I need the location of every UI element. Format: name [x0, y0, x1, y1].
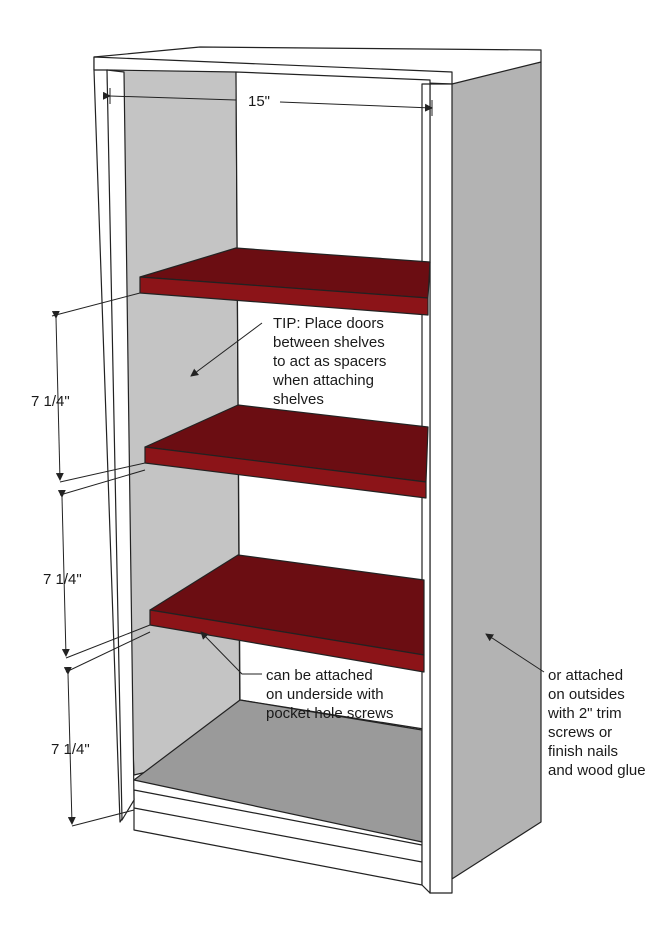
spacing-dimension-2: 7 1/4": [43, 469, 151, 659]
spacing-label-1: 7 1/4": [31, 393, 70, 410]
shelf-2: [144, 404, 429, 499]
spacing-label-2: 7 1/4": [43, 571, 82, 588]
underside-line-2: on underside with: [266, 686, 384, 703]
outside-line-4: screws or: [548, 724, 612, 741]
underside-line-3: pocket hole screws: [266, 705, 394, 722]
outside-annotation: or attached on outsides with 2" trim scr…: [485, 633, 646, 779]
underside-annotation: can be attached on underside with pocket…: [200, 631, 394, 722]
shelf-3: [149, 554, 425, 673]
underside-line-1: can be attached: [266, 667, 373, 684]
left-side-face: [106, 69, 135, 821]
width-dimension: 15": [102, 88, 433, 116]
spacing-dimension-1: 7 1/4": [31, 292, 146, 483]
tip-line-3: to act as spacers: [273, 353, 386, 370]
outside-line-5: finish nails: [548, 743, 618, 760]
outside-line-6: and wood glue: [548, 762, 646, 779]
right-front-edge: [429, 83, 453, 894]
tip-annotation: TIP: Place doors between shelves to act …: [190, 315, 386, 408]
width-label: 15": [248, 93, 270, 110]
tip-line-2: between shelves: [273, 334, 385, 351]
outside-line-3: with 2" trim: [547, 705, 622, 722]
shelf-1: [139, 247, 431, 316]
tip-line-4: when attaching: [272, 372, 374, 389]
tip-line-5: shelves: [273, 391, 324, 408]
outside-line-1: or attached: [548, 667, 623, 684]
spacing-label-3: 7 1/4": [51, 741, 90, 758]
spacing-dimension-3: 7 1/4": [51, 631, 151, 827]
outside-line-2: on outsides: [548, 686, 625, 703]
tip-line-1: TIP: Place doors: [273, 315, 384, 332]
